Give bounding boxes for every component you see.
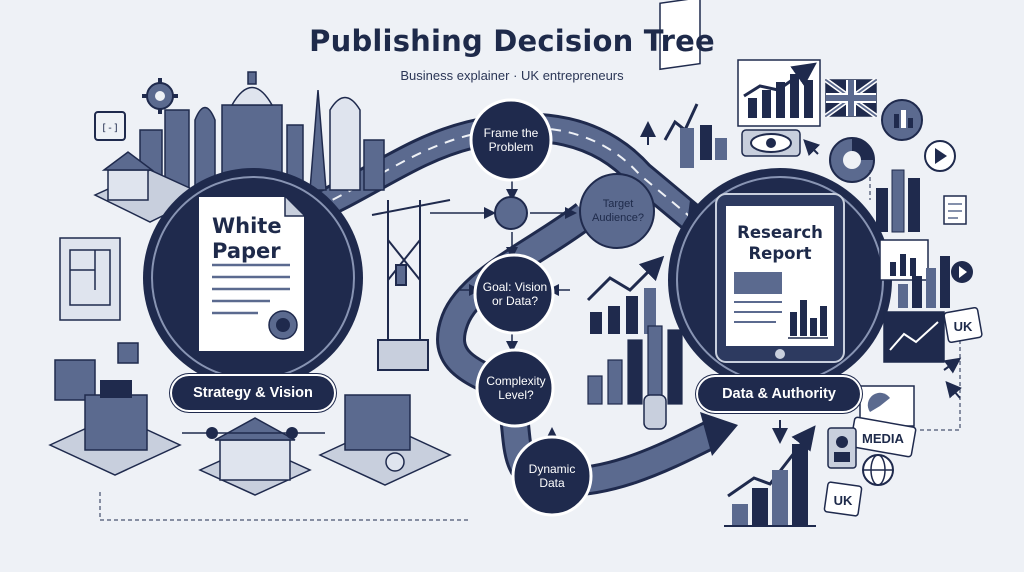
left-city-base [54, 151, 207, 401]
bottom-right-bars [724, 420, 816, 527]
donut-chart-icon [829, 137, 875, 183]
strategy-vision-label: Strategy & Vision [172, 376, 334, 410]
chart-mid-right [586, 255, 683, 430]
flow-node-complexity-line2: Level? [498, 388, 534, 402]
construction-scaffold [371, 199, 451, 371]
right-hub [668, 168, 892, 392]
gear-icon [142, 78, 178, 114]
eye-icon [741, 129, 821, 157]
uk-flag-icon [824, 77, 878, 119]
left-hub [143, 168, 363, 388]
top-right-chart [737, 59, 821, 127]
white-paper-title: White Paper [212, 214, 282, 264]
right-bar-cluster [876, 169, 973, 308]
white-paper-title-line2: Paper [212, 239, 281, 263]
research-report-title-line2: Report [748, 244, 812, 263]
svg-text:[-]: [-] [101, 123, 119, 134]
white-paper-title-line1: White [212, 214, 282, 238]
flow-node-dynamic-line2: Data [539, 476, 565, 490]
flow-node-goal-line1: Goal: Vision [482, 280, 548, 294]
scan-icon: [-] [94, 111, 126, 141]
page-subtitle: Business explainer · UK entrepreneurs [400, 68, 624, 83]
flow-circles [469, 98, 655, 517]
flow-node-frame-problem-line1: Frame the [483, 126, 539, 140]
research-report-title-line1: Research [737, 223, 823, 242]
uk-tag-top-text: UK [954, 319, 973, 334]
globe-bottom-icon [862, 454, 894, 486]
right-side-connectors [869, 170, 961, 431]
research-report-title: Research Report [726, 222, 834, 264]
uk-tag-bottom: UK [823, 481, 863, 517]
globe-icon [881, 99, 923, 141]
media-tag-text: MEDIA [862, 431, 905, 446]
chart-mini-top [640, 0, 727, 168]
uk-tag-top: UK [943, 307, 983, 343]
flow-node-goal-line2: or Data? [491, 294, 538, 308]
play-icon [924, 140, 956, 172]
bottom-left-buildings [48, 380, 470, 521]
seal-icon [268, 310, 298, 340]
flow-node-complexity-line1: Complexity [486, 374, 546, 388]
flow-road-middle [436, 203, 595, 399]
flow-node-dynamic-line1: Dynamic [528, 462, 576, 476]
uk-tag-bottom-text: UK [834, 493, 853, 508]
flow-node-target-audience-line2: Audience? [592, 212, 644, 224]
flow-node-target-audience-line1: Target [602, 198, 634, 210]
media-tag: MEDIA [849, 416, 917, 458]
data-authority-label: Data & Authority [698, 377, 860, 411]
london-skyline [139, 71, 385, 191]
person-card [827, 427, 857, 469]
flow-node-frame-problem-line2: Problem [488, 140, 534, 154]
page-title: Publishing Decision Tree [309, 24, 715, 58]
